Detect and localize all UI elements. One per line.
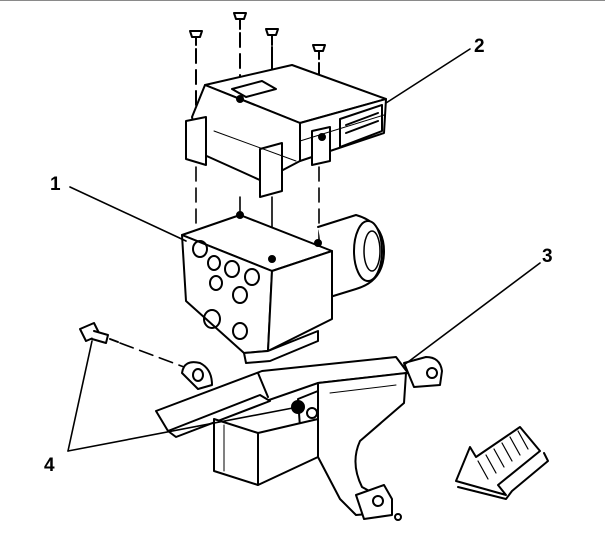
modulator-valve (181, 211, 385, 364)
port-holes (192, 240, 260, 340)
bolt-icon (79, 322, 201, 374)
leader-1 (69, 186, 187, 242)
control-module (185, 64, 387, 198)
mounting-bracket (155, 356, 443, 521)
leader-4b (67, 406, 299, 452)
callout-4: 4 (44, 455, 55, 476)
leader-lines (67, 48, 541, 452)
callout-2: 2 (474, 36, 485, 57)
leader-4a (67, 340, 93, 452)
leader-3 (403, 262, 541, 366)
leader-2 (385, 48, 471, 104)
callout-3: 3 (542, 246, 553, 267)
callout-1: 1 (50, 174, 61, 195)
screw (189, 30, 203, 122)
direction-arrow-icon (455, 426, 549, 500)
